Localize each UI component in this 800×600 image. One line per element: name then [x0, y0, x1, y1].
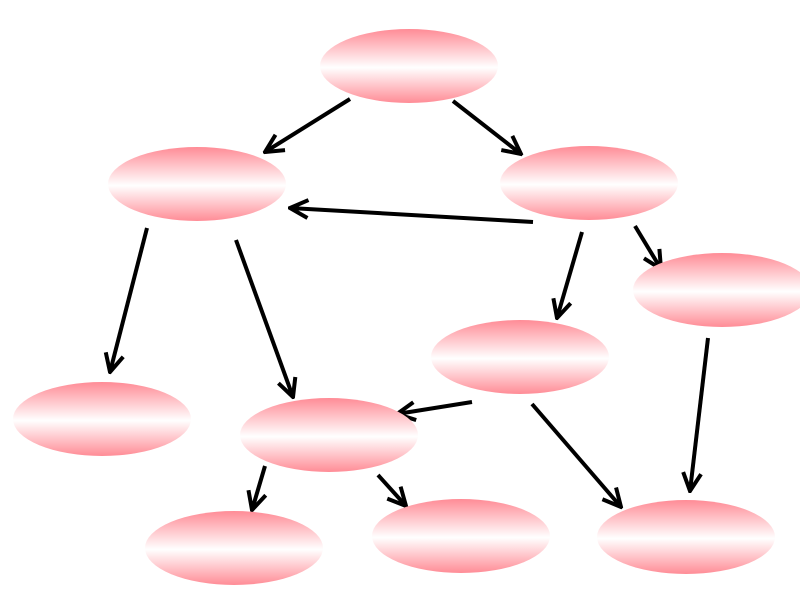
graph-node: [597, 500, 775, 574]
arrow-edge: [234, 239, 293, 397]
arrow-edge: [530, 402, 621, 507]
graph-node: [13, 382, 191, 456]
arrow-edge: [376, 473, 406, 506]
nodes-layer: [13, 29, 800, 585]
arrow-edge: [397, 400, 473, 414]
graph-node: [372, 499, 550, 573]
arrow-edge: [265, 97, 352, 152]
graph-node: [240, 398, 418, 472]
arrow-edge: [633, 224, 661, 269]
graph-node: [633, 253, 800, 327]
graph-node: [500, 146, 678, 220]
arrow-edge: [690, 337, 710, 491]
arrow-edge: [451, 99, 521, 154]
graph-node: [320, 29, 498, 103]
graph-node: [431, 320, 609, 394]
arrow-edge: [110, 227, 149, 372]
arrow-edge: [290, 208, 534, 224]
graph-node: [108, 147, 286, 221]
arrow-edge: [557, 231, 584, 318]
graph-node: [145, 511, 323, 585]
arrow-edge: [252, 465, 265, 510]
edges-layer: [110, 97, 710, 510]
